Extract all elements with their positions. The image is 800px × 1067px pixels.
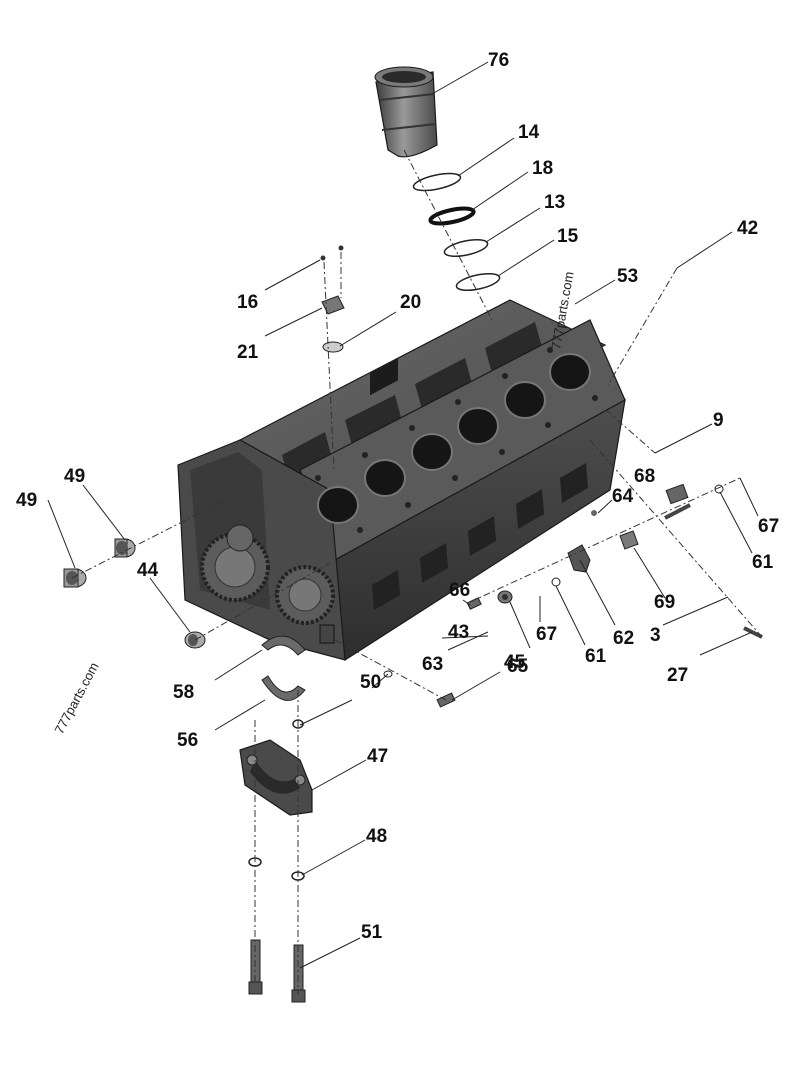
label-68: 68 bbox=[634, 466, 655, 487]
bushing-49-left bbox=[63, 568, 87, 588]
label-15: 15 bbox=[557, 226, 579, 247]
label-47: 47 bbox=[367, 746, 388, 767]
label-18: 18 bbox=[532, 158, 553, 179]
label-48: 48 bbox=[366, 826, 387, 847]
label-65: 65 bbox=[507, 656, 529, 677]
label-56: 56 bbox=[177, 730, 198, 751]
label-66: 66 bbox=[449, 580, 470, 601]
watermark-left: 777parts.com bbox=[51, 660, 101, 737]
engine-block bbox=[177, 299, 626, 662]
label-76: 76 bbox=[488, 50, 509, 71]
label-64: 64 bbox=[612, 486, 634, 507]
bearing-cap-47 bbox=[239, 739, 313, 816]
ball-64 bbox=[591, 510, 597, 516]
top-cover-parts bbox=[320, 245, 345, 353]
bearing-shell-56 bbox=[261, 675, 306, 701]
label-67-right: 67 bbox=[758, 516, 779, 537]
label-13: 13 bbox=[544, 192, 565, 213]
label-69: 69 bbox=[654, 592, 675, 613]
seal-ring-13 bbox=[443, 239, 489, 257]
label-61-right: 61 bbox=[752, 552, 774, 573]
sleeve-65 bbox=[497, 590, 513, 604]
label-16: 16 bbox=[237, 292, 258, 313]
seal-ring-14 bbox=[412, 172, 462, 192]
part-labels: 76 14 18 13 15 53 42 16 20 21 9 68 64 67… bbox=[16, 50, 779, 943]
bushing-49-right bbox=[114, 538, 136, 558]
label-53: 53 bbox=[617, 266, 638, 287]
label-49-left: 49 bbox=[16, 490, 37, 511]
oil-nozzle-68 bbox=[664, 483, 691, 520]
label-67-mid: 67 bbox=[536, 624, 557, 645]
seal-ring-18 bbox=[428, 206, 476, 226]
label-42: 42 bbox=[737, 218, 758, 239]
label-9: 9 bbox=[713, 410, 724, 431]
label-45: 45 bbox=[504, 652, 526, 673]
oring-61-mid bbox=[551, 577, 561, 587]
label-63: 63 bbox=[422, 654, 443, 675]
label-62: 62 bbox=[613, 628, 634, 649]
front-gears bbox=[200, 524, 335, 625]
label-50: 50 bbox=[360, 672, 381, 693]
bearing-shell-58 bbox=[261, 635, 306, 656]
pin-27 bbox=[743, 626, 763, 639]
label-44: 44 bbox=[137, 560, 159, 581]
label-3: 3 bbox=[650, 625, 661, 646]
assembly-axes bbox=[71, 149, 763, 995]
label-20: 20 bbox=[400, 292, 421, 313]
sleeve-69 bbox=[619, 530, 639, 550]
label-14: 14 bbox=[518, 122, 540, 143]
label-21: 21 bbox=[237, 342, 259, 363]
label-49-right: 49 bbox=[64, 466, 85, 487]
label-43: 43 bbox=[448, 622, 469, 643]
seal-ring-15 bbox=[455, 273, 501, 291]
leader-lines bbox=[47, 61, 759, 969]
label-58: 58 bbox=[173, 682, 194, 703]
label-51: 51 bbox=[361, 922, 383, 943]
label-61-mid: 61 bbox=[585, 646, 607, 667]
cylinder-liner bbox=[374, 66, 438, 158]
valve-62 bbox=[567, 544, 591, 573]
label-27: 27 bbox=[667, 665, 688, 686]
